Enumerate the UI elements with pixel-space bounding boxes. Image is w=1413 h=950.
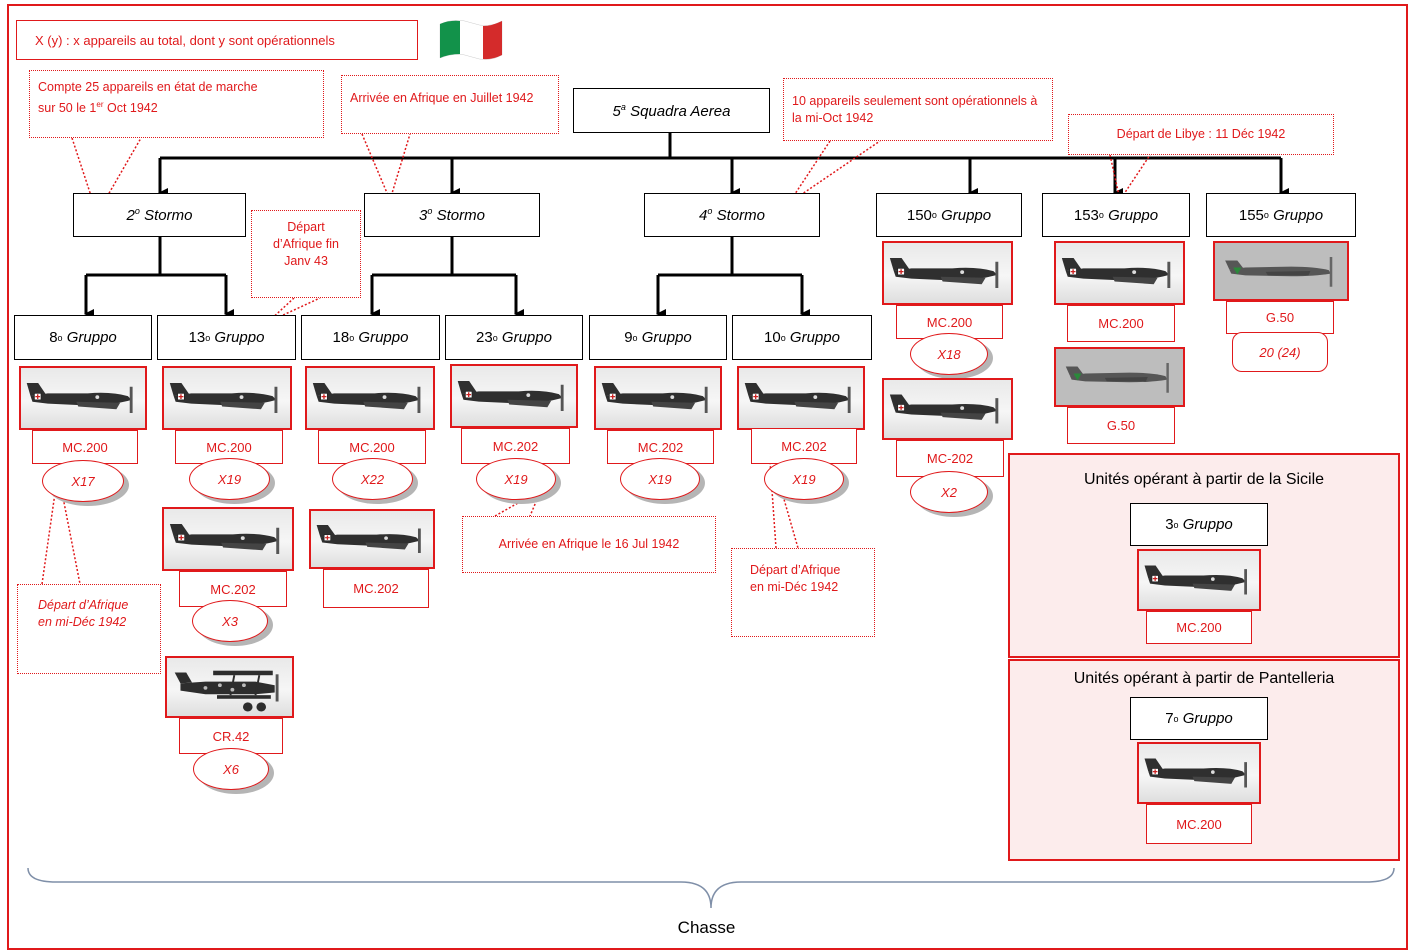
callout-note: Arrivée en Afrique le 16 Jul 1942 bbox=[462, 516, 716, 573]
aircraft-count-oval: X22 bbox=[332, 458, 413, 500]
aircraft-count-oval: X2 bbox=[910, 471, 988, 513]
aircraft-count-oval: X19 bbox=[764, 458, 844, 500]
aircraft-count-oval: X17 bbox=[42, 460, 124, 502]
panel-title: Unités opérant à partir de Pantelleria bbox=[1073, 670, 1335, 687]
callout-note: Départ de Libye : 11 Déc 1942 bbox=[1068, 114, 1334, 155]
aircraft-type-label: MC.200 bbox=[1146, 804, 1252, 844]
aircraft-count-oval: X19 bbox=[476, 458, 556, 500]
callout-note: 10 appareils seulement sont opérationnel… bbox=[783, 78, 1053, 141]
aircraft-count-oval: X3 bbox=[192, 600, 268, 642]
aircraft-photo-mc202 bbox=[162, 507, 294, 571]
aircraft-type-label: MC.200 bbox=[32, 430, 138, 464]
aircraft-photo-mc202 bbox=[737, 366, 865, 430]
aircraft-count-oval: X19 bbox=[189, 458, 270, 500]
stormo-2-box: 2o Stormo bbox=[73, 193, 246, 237]
legend: X (y) : x appareils au total, dont y son… bbox=[16, 20, 418, 60]
stormo-4-box: 4o Stormo bbox=[644, 193, 820, 237]
aircraft-photo-mc200 bbox=[882, 241, 1013, 305]
italy-flag-icon bbox=[439, 20, 503, 60]
aircraft-photo-mc200 bbox=[1137, 549, 1261, 611]
aircraft-photo-mc202 bbox=[594, 366, 722, 430]
aircraft-photo-mc200 bbox=[305, 366, 435, 430]
aircraft-type-label: MC.200 bbox=[1146, 611, 1252, 644]
aircraft-type-label: G.50 bbox=[1067, 407, 1175, 444]
panel-title: Unités opérant à partir de la Sicile bbox=[1083, 471, 1325, 488]
callout-note: Départ d’Afrique fin Janv 43 bbox=[251, 210, 361, 298]
aircraft-photo-mc202 bbox=[882, 378, 1013, 440]
aircraft-type-label: MC.200 bbox=[1067, 305, 1175, 342]
aircraft-photo-mc200 bbox=[19, 366, 147, 430]
aircraft-type-label: G.50 bbox=[1226, 301, 1334, 334]
aircraft-photo-mc202 bbox=[309, 509, 435, 569]
aircraft-photo-mc202 bbox=[450, 364, 578, 428]
callout-note: Départ d’Afrique en mi-Déc 1942 bbox=[731, 548, 875, 637]
aircraft-photo-cr42 bbox=[165, 656, 294, 718]
squadra-aerea-box: 5a Squadra Aerea bbox=[573, 88, 770, 133]
aircraft-photo-g50 bbox=[1054, 347, 1185, 407]
aircraft-count-oval: X18 bbox=[910, 333, 988, 375]
callout-note: Départ d’Afrique en mi-Déc 1942 bbox=[17, 584, 161, 674]
callout-note: Arrivée en Afrique en Juillet 1942 bbox=[341, 75, 559, 134]
chasse-label: Chasse bbox=[677, 918, 736, 937]
aircraft-type-label: MC.202 bbox=[323, 569, 429, 608]
callout-note: Compte 25 appareils en état de marche su… bbox=[29, 70, 324, 138]
aircraft-count-oval: X19 bbox=[620, 458, 700, 500]
chasse-brace bbox=[27, 867, 1395, 909]
aircraft-count-oval: X6 bbox=[193, 748, 269, 790]
stormo-3-box: 3o Stormo bbox=[364, 193, 540, 237]
aircraft-photo-mc200 bbox=[1137, 742, 1261, 804]
aircraft-count-label: 20 (24) bbox=[1232, 332, 1328, 372]
aircraft-photo-g50 bbox=[1213, 241, 1349, 301]
aircraft-photo-mc200 bbox=[162, 366, 292, 430]
aircraft-photo-mc200 bbox=[1054, 241, 1185, 305]
aircraft-type-label: MC.202 bbox=[461, 428, 570, 464]
page-frame bbox=[7, 4, 1408, 950]
